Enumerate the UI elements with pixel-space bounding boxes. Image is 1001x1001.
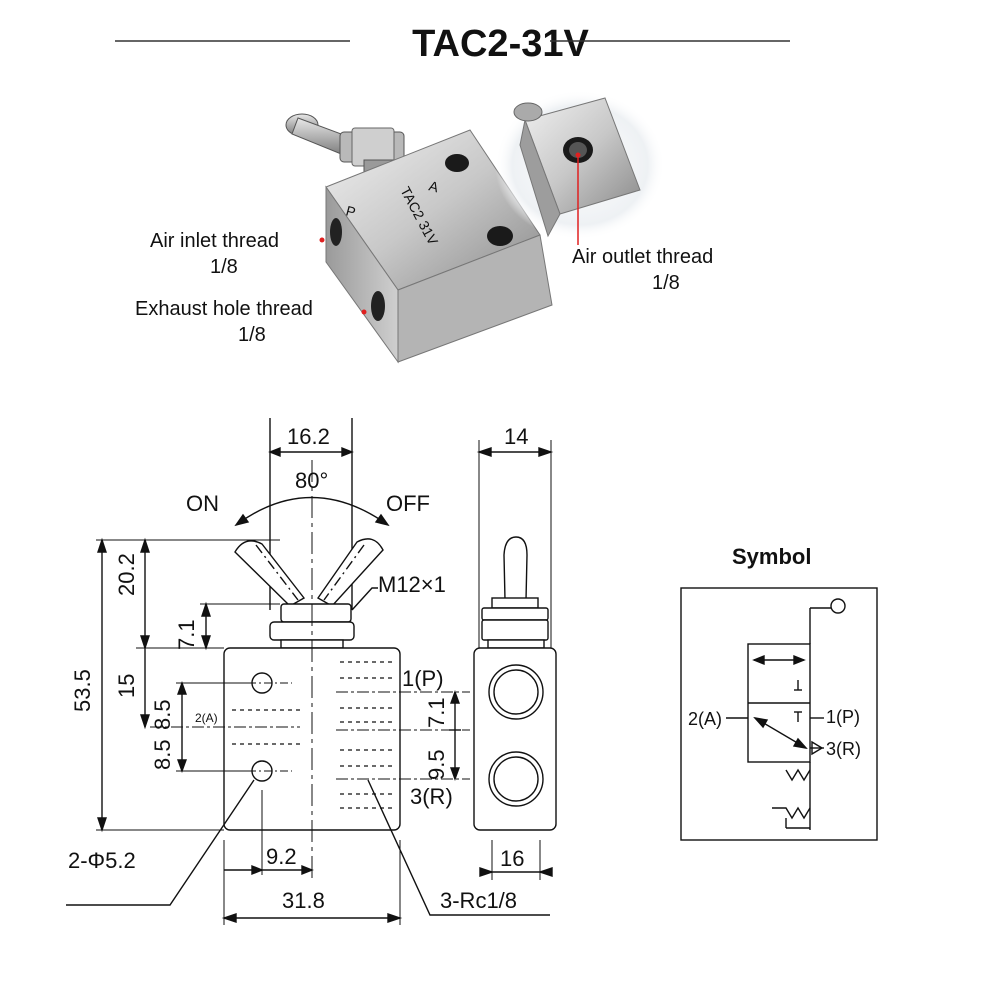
symbol-frame [680,587,878,841]
callout-markers [319,152,581,315]
ports-label: 3-Rc1/8 [440,888,518,913]
exhaust-size: 1/8 [238,324,266,346]
port-hole-top [445,154,469,172]
inlet-port [330,218,342,246]
air-outlet-label: Air outlet thread [572,246,714,268]
dim-8-5-upper: 8.5 [150,699,175,730]
air-outlet-size: 1/8 [652,272,680,294]
dim-16-2: 16.2 [287,424,330,449]
off-label: OFF [386,491,430,516]
air-inlet-label: Air inlet thread [150,230,279,252]
dim-20-2: 20.2 [114,553,139,596]
on-label: ON [186,491,219,516]
outlet-inset-photo [495,90,665,240]
symbol-port-p: 1(P) [826,707,861,727]
holes-label: 2-Φ5.2 [68,848,136,873]
dim-7-1-right: 7.1 [424,697,449,728]
title-text: TAC2-31V [398,23,603,65]
port-hole-mid [487,226,513,246]
dim-31-8: 31.8 [282,888,325,913]
pneumatic-symbol [680,587,878,841]
valve-photo: TAC2 31V P A [285,113,553,364]
port-1p-label: 1(P) [402,666,444,691]
side-view-drawing [473,440,557,880]
valve-body-front [397,234,553,363]
exhaust-label: Exhaust hole thread [135,298,313,320]
thread-label: M12×1 [378,572,446,597]
front-view-drawing [66,418,550,925]
symbol-title: Symbol [732,544,812,569]
dim-9-5: 9.5 [424,749,449,780]
angle-80: 80° [295,468,329,493]
side-dim-14: 14 [504,424,529,449]
dim-8-5-lower: 8.5 [150,739,175,770]
side-dim-16: 16 [500,846,525,871]
dim-53-5: 53.5 [70,669,95,712]
dim-7-1-top: 7.1 [174,619,199,650]
exhaust-port [371,291,385,321]
symbol-port-r: 3(R) [826,739,861,759]
body-marking-p: P [344,202,357,220]
toggle-lever [285,113,405,179]
symbol-port-a: 2(A) [688,709,723,729]
port-3r-label: 3(R) [410,784,453,809]
dim-9-2: 9.2 [266,844,297,869]
air-inlet-size: 1/8 [210,256,238,278]
dim-15: 15 [114,673,139,698]
port-2a-label: 2(A) [195,711,218,725]
title: TAC2-31V [0,22,1001,66]
